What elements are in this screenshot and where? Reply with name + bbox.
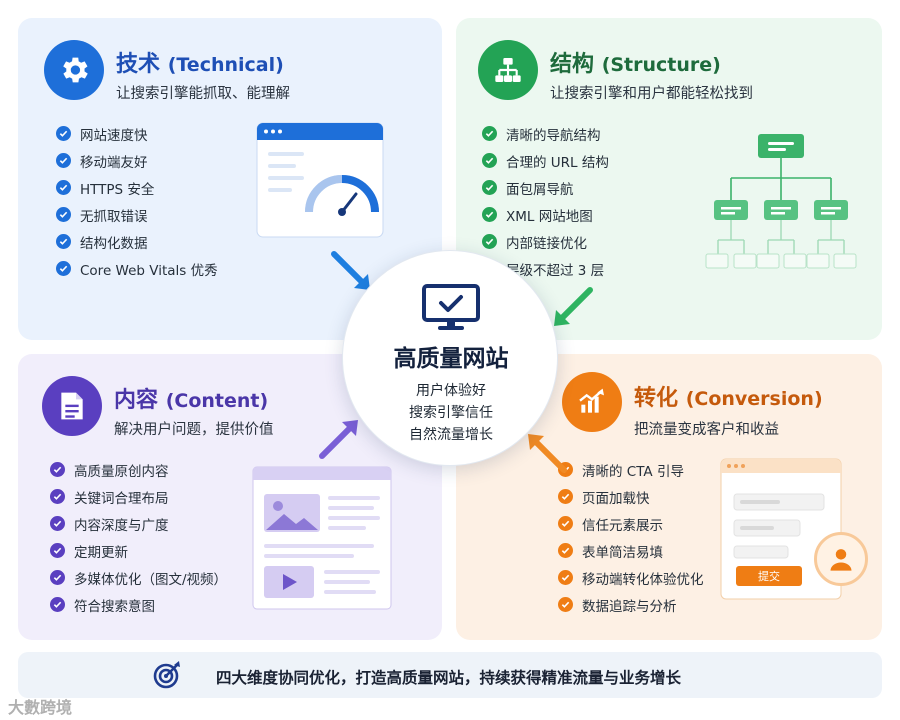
technical-subtitle: 让搜索引擎能抓取、能理解 (116, 86, 290, 102)
target-icon (152, 660, 182, 694)
submit-button[interactable]: 提交 (736, 566, 802, 586)
sitemap-icon (478, 40, 538, 100)
watermark: 大數跨境 (8, 698, 73, 717)
check-icon (50, 516, 65, 531)
site-hierarchy-illustration (705, 134, 857, 269)
form-illustration (720, 458, 842, 600)
list-item: 合理的 URL 结构 (482, 147, 609, 174)
content-panel: 内容 (Content) 解决用户问题，提供价值 高质量原创内容 关键词合理布局… (18, 354, 442, 640)
list-item: 高质量原创内容 (50, 456, 227, 483)
check-icon (482, 180, 497, 195)
check-icon (482, 126, 497, 141)
structure-list: 清晰的导航结构 合理的 URL 结构 面包屑导航 XML 网站地图 内部链接优化… (482, 120, 609, 282)
media-page-illustration (252, 466, 392, 610)
list-item: 符合搜索意图 (50, 591, 227, 618)
check-icon (50, 597, 65, 612)
check-icon (558, 489, 573, 504)
check-icon (482, 207, 497, 222)
list-item: 面包屑导航 (482, 174, 609, 201)
content-list: 高质量原创内容 关键词合理布局 内容深度与广度 定期更新 多媒体优化（图文/视频… (50, 456, 227, 618)
check-icon (558, 570, 573, 585)
list-item: HTTPS 安全 (56, 174, 218, 201)
footer-bar: 四大维度协同优化，打造高质量网站，持续获得精准流量与业务增长 (18, 652, 882, 698)
list-item: 网站速度快 (56, 120, 218, 147)
content-subtitle: 解决用户问题，提供价值 (114, 422, 274, 438)
technical-list: 网站速度快 移动端友好 HTTPS 安全 无抓取错误 结构化数据 Core We… (56, 120, 218, 282)
check-icon (558, 543, 573, 558)
technical-title: 技术 (Technical) (116, 52, 284, 77)
check-icon (50, 570, 65, 585)
center-hub: 高质量网站 用户体验好 搜索引擎信任 自然流量增长 (342, 250, 558, 466)
list-item: 多媒体优化（图文/视频） (50, 564, 227, 591)
gear-icon (44, 40, 104, 100)
check-icon (56, 180, 71, 195)
check-icon (482, 153, 497, 168)
structure-title: 结构 (Structure) (550, 52, 721, 77)
check-icon (558, 597, 573, 612)
user-icon (814, 532, 868, 586)
center-line: 搜索引擎信任 (409, 405, 493, 421)
check-icon (50, 489, 65, 504)
list-item: 内容深度与广度 (50, 510, 227, 537)
list-item: 关键词合理布局 (50, 483, 227, 510)
conversion-subtitle: 把流量变成客户和收益 (634, 422, 779, 438)
conversion-title: 转化 (Conversion) (634, 386, 823, 411)
list-item: 清晰的 CTA 引导 (558, 456, 704, 483)
list-item: 内部链接优化 (482, 228, 609, 255)
list-item: 页面加载快 (558, 483, 704, 510)
check-icon (482, 234, 497, 249)
document-icon (42, 376, 102, 436)
list-item: 定期更新 (50, 537, 227, 564)
arrow-icon (331, 251, 370, 290)
list-item: 层级不超过 3 层 (506, 262, 605, 279)
list-item: 数据追踪与分析 (558, 591, 704, 618)
arrow-icon (319, 420, 358, 459)
check-icon (56, 207, 71, 222)
speed-browser-illustration (256, 122, 384, 238)
check-icon (50, 462, 65, 477)
list-item: 表单简洁易填 (558, 537, 704, 564)
check-icon (50, 543, 65, 558)
list-item: 信任元素展示 (558, 510, 704, 537)
check-icon (56, 153, 71, 168)
center-line: 用户体验好 (416, 383, 486, 399)
structure-subtitle: 让搜索引擎和用户都能轻松找到 (550, 86, 753, 102)
check-icon (56, 126, 71, 141)
conversion-list: 清晰的 CTA 引导 页面加载快 信任元素展示 表单简洁易填 移动端转化体验优化… (558, 456, 704, 618)
technical-panel: 技术 (Technical) 让搜索引擎能抓取、能理解 网站速度快 移动端友好 … (18, 18, 442, 340)
list-item: 移动端友好 (56, 147, 218, 174)
list-item: 清晰的导航结构 (482, 120, 609, 147)
list-item: 移动端转化体验优化 (558, 564, 704, 591)
content-title: 内容 (Content) (114, 388, 269, 413)
center-line: 自然流量增长 (409, 427, 493, 443)
list-item: 无抓取错误 (56, 201, 218, 228)
list-item: 结构化数据 (56, 228, 218, 255)
growth-chart-icon (562, 372, 622, 432)
check-icon (56, 261, 71, 276)
footer-text: 四大维度协同优化，打造高质量网站，持续获得精准流量与业务增长 (216, 669, 682, 687)
center-title: 高质量网站 (393, 346, 509, 372)
check-icon (56, 234, 71, 249)
list-item: Core Web Vitals 优秀 (56, 255, 218, 282)
monitor-check-icon (421, 283, 481, 337)
check-icon (558, 516, 573, 531)
arrow-icon (554, 287, 593, 326)
arrow-icon (528, 434, 567, 473)
list-item: XML 网站地图 (482, 201, 609, 228)
